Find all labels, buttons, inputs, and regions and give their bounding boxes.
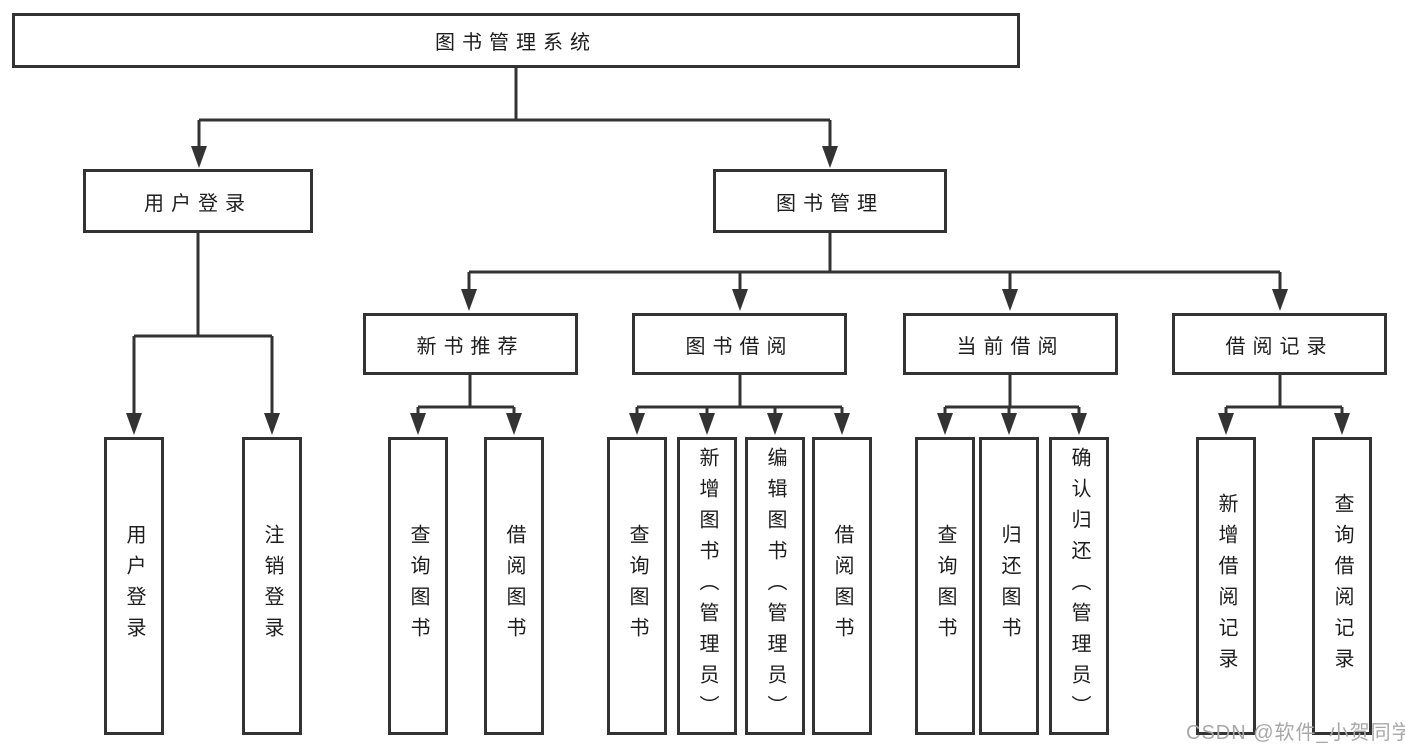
node-user-login-action: 用户登录 <box>104 437 164 735</box>
node-add-borrow-record: 新增借阅记录 <box>1196 437 1256 735</box>
node-borrow-records: 借阅记录 <box>1172 313 1387 375</box>
node-logout-action: 注销登录 <box>242 437 302 735</box>
node-book-management-branch: 图书管理 <box>713 169 947 233</box>
node-add-book-admin: 新增图书（管理员） <box>677 437 737 735</box>
node-confirm-return-admin: 确认归还（管理员） <box>1049 437 1109 735</box>
node-borrow-books-recommend: 借阅图书 <box>484 437 544 735</box>
node-return-book: 归还图书 <box>979 437 1039 735</box>
node-root-library-system: 图书管理系统 <box>12 13 1020 68</box>
node-book-borrow: 图书借阅 <box>632 313 847 375</box>
connector-root-to-level2 <box>191 68 838 168</box>
connector-current-borrow-children <box>937 375 1087 435</box>
connector-new-book-recommend-children <box>410 375 522 435</box>
node-query-borrow-record: 查询借阅记录 <box>1312 437 1372 735</box>
connector-borrow-records-children <box>1218 375 1350 435</box>
node-query-books-recommend: 查询图书 <box>388 437 448 735</box>
connector-user-login-children <box>126 233 280 435</box>
node-borrow-books-action: 借阅图书 <box>812 437 872 735</box>
node-query-books-borrow: 查询图书 <box>607 437 667 735</box>
node-edit-book-admin: 编辑图书（管理员） <box>745 437 805 735</box>
node-user-login-branch: 用户登录 <box>83 169 313 233</box>
connector-book-management-to-level3 <box>461 233 1288 311</box>
node-current-borrow: 当前借阅 <box>903 313 1118 375</box>
csdn-watermark: CSDN @软件_小贺同学 <box>1186 722 1405 744</box>
node-new-book-recommend: 新书推荐 <box>363 313 578 375</box>
connector-book-borrow-children <box>629 375 850 435</box>
node-query-books-current: 查询图书 <box>915 437 975 735</box>
